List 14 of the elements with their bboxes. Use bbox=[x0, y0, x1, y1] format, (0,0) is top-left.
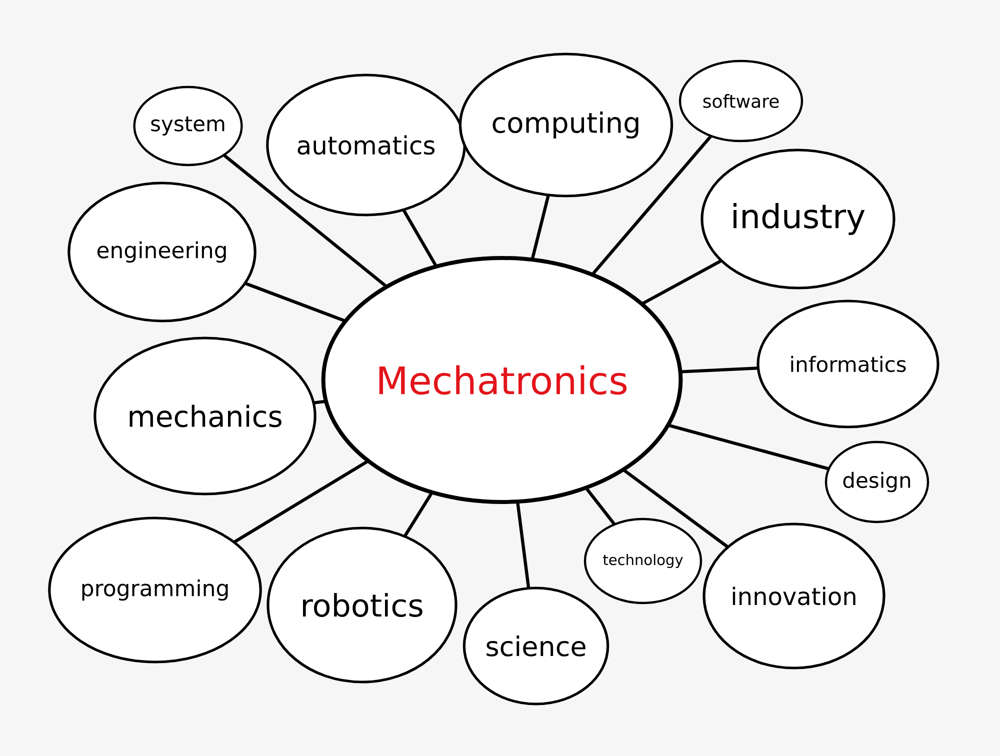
connector-line bbox=[223, 154, 387, 288]
connector-line bbox=[642, 260, 722, 305]
connector-line bbox=[680, 366, 758, 374]
connector-line bbox=[404, 492, 433, 537]
connector-line bbox=[402, 209, 437, 266]
connector-line bbox=[234, 460, 368, 544]
connector-line bbox=[516, 502, 530, 589]
connector-line bbox=[313, 400, 326, 404]
connector-line bbox=[668, 424, 830, 470]
connector-line bbox=[623, 469, 728, 548]
connector-line bbox=[592, 135, 712, 275]
connector-line bbox=[586, 488, 616, 526]
connector-line bbox=[244, 282, 346, 322]
connector-line bbox=[531, 194, 550, 260]
